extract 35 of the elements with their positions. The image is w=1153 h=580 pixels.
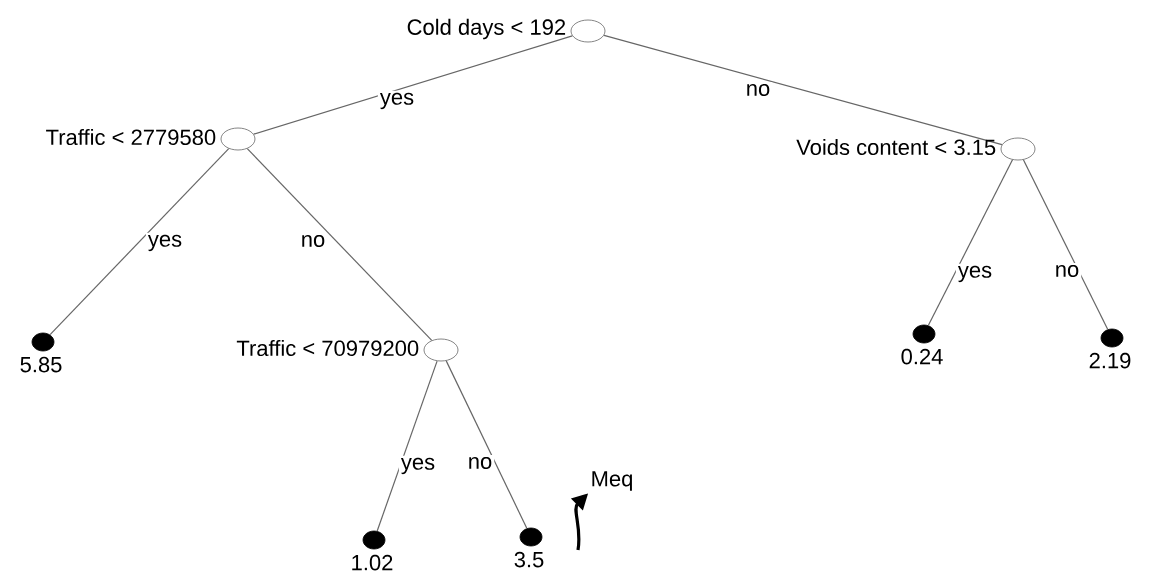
edge-label: no [298, 233, 328, 250]
leaf-value: 2.19 [1089, 352, 1131, 369]
branch-line [603, 34, 1003, 146]
branch-line [1022, 159, 1109, 330]
branch-line [445, 360, 528, 529]
leaf-value: 5.85 [20, 356, 62, 373]
leaf-value: 0.24 [901, 348, 943, 365]
branch-line [927, 159, 1014, 326]
split-node [1000, 137, 1036, 161]
edge-label: yes [398, 455, 438, 477]
edge-label: no [1052, 263, 1082, 280]
edge-label: no [465, 455, 495, 472]
branch-line [376, 360, 438, 532]
split-condition: Traffic < 70979200 [236, 339, 419, 357]
split-node [570, 19, 606, 43]
branch-line [253, 35, 573, 135]
split-node [220, 127, 256, 151]
edge-label: yes [377, 90, 417, 112]
leaf-value: 1.02 [352, 554, 393, 571]
leaf-value: 3.5 [514, 551, 544, 568]
edge-label: yes [955, 263, 995, 285]
leaf-node [362, 530, 386, 550]
split-condition: Cold days < 192 [407, 18, 566, 40]
split-node [423, 338, 459, 362]
output-label: Meq [592, 471, 632, 491]
leaf-node [912, 324, 936, 344]
leaf-node [31, 332, 55, 352]
split-condition: Voids content < 3.15 [796, 138, 996, 156]
leaf-node [519, 527, 543, 547]
split-condition: Traffic < 2779580 [46, 128, 216, 146]
branch-line [49, 148, 230, 336]
branch-line [246, 148, 433, 341]
edge-label: yes [145, 232, 185, 254]
edge-label: no [743, 82, 773, 99]
leaf-node [1100, 328, 1124, 348]
